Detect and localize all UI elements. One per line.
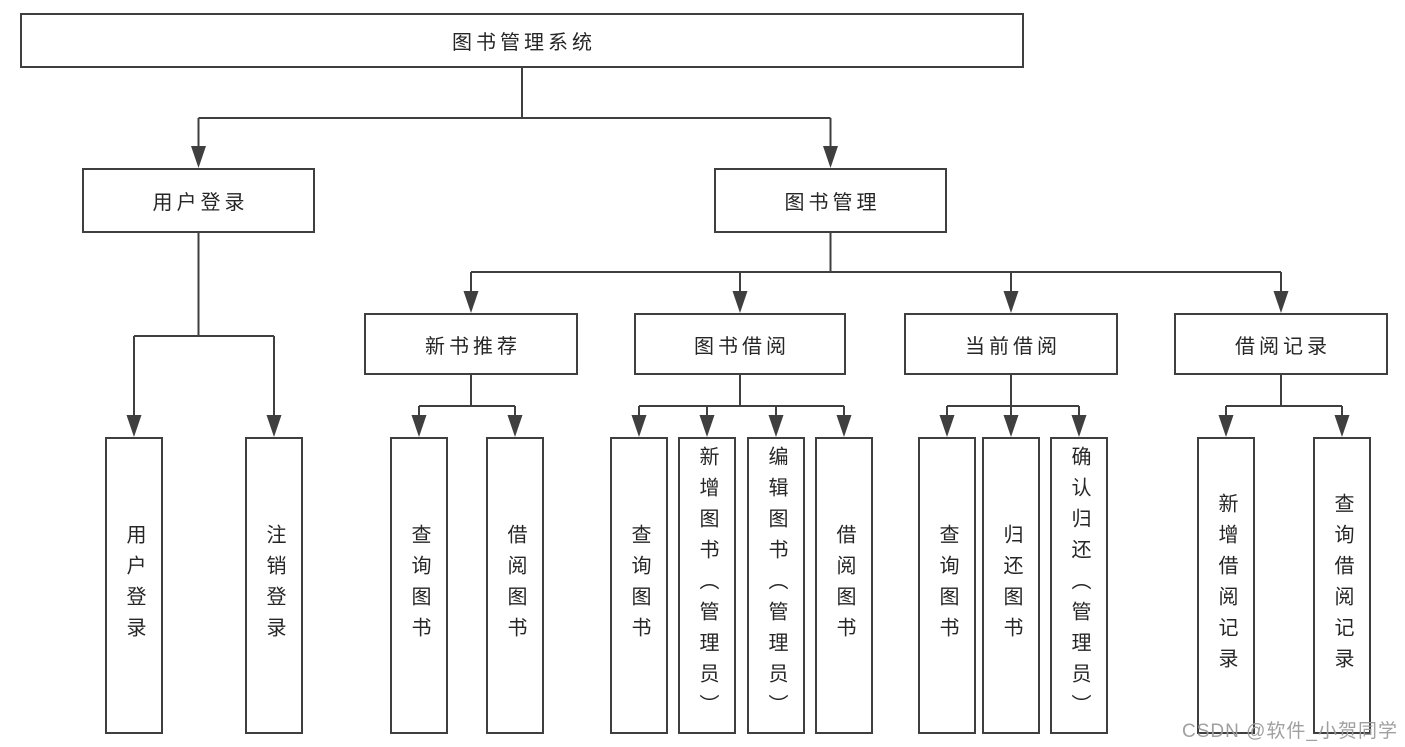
leaf-label: 用户登录 <box>123 523 145 648</box>
node-borrowing-label: 图书借阅 <box>694 335 790 358</box>
node-user-login-label: 用户登录 <box>152 192 249 214</box>
node-current-borrow-label: 当前借阅 <box>965 335 1061 358</box>
leaf-label: 查询借阅记录 <box>1331 492 1353 679</box>
leaf-label: 借阅图书 <box>833 523 855 648</box>
node-current-borrow: 当前借阅 <box>904 313 1118 375</box>
leaf-user-login: 用户登录 <box>105 437 163 734</box>
leaf-label: 注销登录 <box>263 523 285 648</box>
node-root-system: 图书管理系统 <box>20 13 1024 68</box>
leaf-borrow-books-2: 借阅图书 <box>815 437 873 734</box>
leaf-label: 编辑图书（管理员） <box>765 446 787 725</box>
leaf-label: 借阅图书 <box>504 523 526 648</box>
leaf-borrow-books-1: 借阅图书 <box>486 437 544 734</box>
node-user-login: 用户登录 <box>82 168 315 233</box>
node-borrow-records-label: 借阅记录 <box>1235 335 1331 358</box>
leaf-label: 查询图书 <box>628 523 650 648</box>
node-book-management: 图书管理 <box>714 168 947 233</box>
node-borrowing: 图书借阅 <box>634 313 846 375</box>
leaf-label: 确认归还（管理员） <box>1068 446 1090 725</box>
leaf-label: 查询图书 <box>936 523 958 648</box>
leaf-edit-books-admin: 编辑图书（管理员） <box>747 437 805 734</box>
leaf-add-borrow-record: 新增借阅记录 <box>1197 437 1255 734</box>
leaf-query-books-2: 查询图书 <box>610 437 668 734</box>
leaf-label: 新增借阅记录 <box>1215 492 1237 679</box>
node-new-books-label: 新书推荐 <box>425 335 521 358</box>
node-borrow-records: 借阅记录 <box>1174 313 1388 375</box>
leaf-label: 查询图书 <box>408 523 430 648</box>
arrowheads <box>126 146 1350 437</box>
csdn-watermark: CSDN @软件_小贺同学 <box>1182 721 1398 742</box>
node-book-management-label: 图书管理 <box>784 192 881 214</box>
leaf-label: 新增图书（管理员） <box>696 446 718 725</box>
leaf-query-borrow-record: 查询借阅记录 <box>1313 437 1371 734</box>
node-new-books: 新书推荐 <box>364 313 578 375</box>
leaf-query-books-1: 查询图书 <box>390 437 448 734</box>
leaf-return-books: 归还图书 <box>982 437 1040 734</box>
leaf-confirm-return-admin: 确认归还（管理员） <box>1050 437 1108 734</box>
leaf-add-books-admin: 新增图书（管理员） <box>678 437 736 734</box>
leaf-label: 归还图书 <box>1000 523 1022 648</box>
leaf-query-books-3: 查询图书 <box>918 437 976 734</box>
leaf-logout: 注销登录 <box>245 437 303 734</box>
node-root-label: 图书管理系统 <box>452 32 596 54</box>
